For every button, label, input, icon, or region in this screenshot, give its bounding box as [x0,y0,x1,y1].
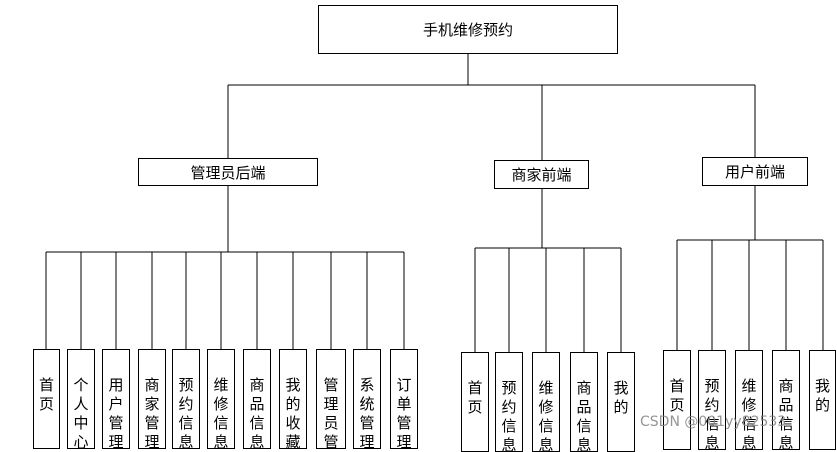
leaf-node: 首页 [461,352,489,452]
branch-label: 用户前端 [724,163,785,181]
branch-user-frontend: 用户前端 [702,157,808,186]
leaf-node: 预约信息管 [172,349,200,449]
leaf-label: 我的 [613,379,629,416]
leaf-node: 系统管理 [353,349,381,449]
leaf-label: 维修信息 [538,379,554,452]
leaf-label: 系统管理 [359,376,375,449]
leaf-label: 管理员管 [323,376,339,449]
leaf-node: 商品信息 [570,352,598,452]
leaf-label: 首页 [669,377,685,414]
leaf-label: 首页 [38,376,54,413]
leaf-node: 商家管理 [138,349,166,449]
leaf-label: 首页 [467,379,483,416]
leaf-node: 我的 [809,350,836,450]
leaf-node: 商品信息 [772,350,800,450]
leaf-label: 商品信息管 [249,376,265,449]
leaf-label: 订单管理 [396,376,412,449]
leaf-node: 首页 [663,350,691,450]
branch-admin-backend: 管理员后端 [138,158,318,186]
leaf-node: 用户管理 [102,349,130,449]
leaf-node: 商品信息管 [243,349,271,449]
leaf-label: 预约信息管 [178,376,194,449]
leaf-node: 维修信息 [735,350,763,450]
leaf-node: 预约信息 [698,350,726,450]
branch-label: 管理员后端 [190,163,266,182]
leaf-label: 商品信息 [778,377,794,450]
leaf-node: 首页 [33,349,60,449]
leaf-node: 个人中心 [67,349,95,449]
leaf-label: 预约信息 [501,379,517,452]
root-node: 手机维修预约 [318,5,618,54]
leaf-label: 我的 [814,377,830,414]
root-label: 手机维修预约 [422,21,513,39]
leaf-label: 预约信息 [704,377,720,450]
leaf-node: 我的 [607,352,635,452]
leaf-node: 预约信息 [495,352,523,452]
leaf-label: 个人中心 [73,376,89,449]
leaf-label: 商品信息 [576,379,592,452]
leaf-node: 订单管理 [390,349,418,449]
leaf-node: 管理员管 [316,349,346,449]
leaf-node: 维修信息 [532,352,560,452]
watermark-text: CSDN @001yy82533 [640,414,787,430]
branch-label: 商家前端 [511,166,572,184]
leaf-label: 商家管理 [144,376,160,449]
leaf-label: 维修信息管 [213,376,229,449]
leaf-label: 用户管理 [108,376,124,449]
branch-merchant-frontend: 商家前端 [494,160,589,189]
leaf-node: 维修信息管 [207,349,235,449]
